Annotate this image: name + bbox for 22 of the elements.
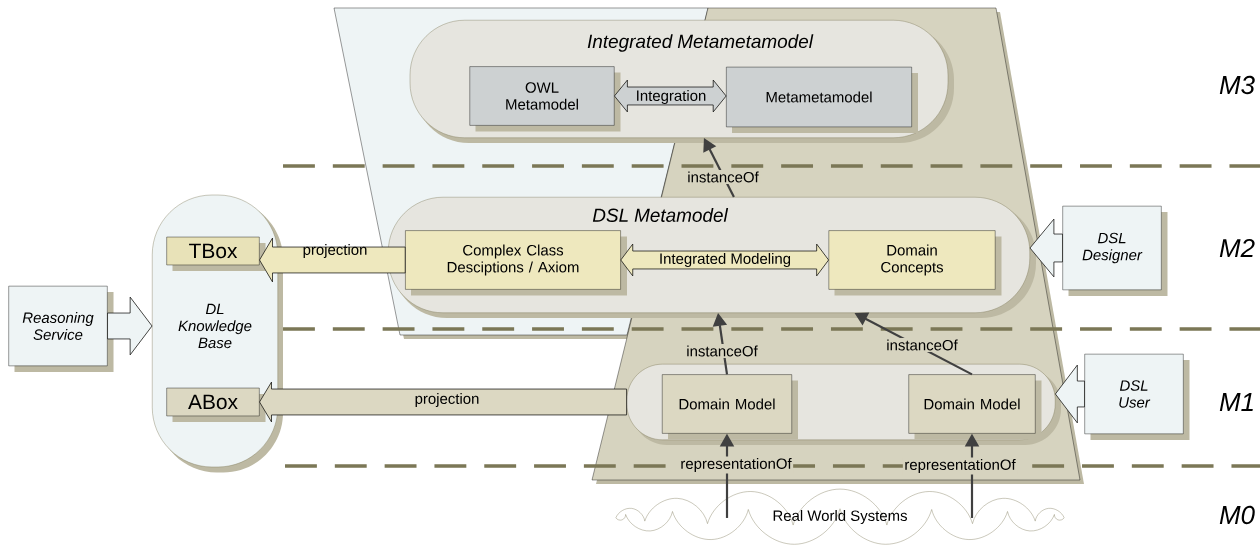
block-arrow (1055, 364, 1085, 424)
edge-label: projection (415, 393, 479, 407)
actor-box: Reasoning Service (8, 285, 114, 372)
block-arrow (259, 237, 406, 283)
level-label: M1 (1219, 393, 1253, 411)
block-arrow (107, 296, 153, 356)
node-label: Domain Model (924, 398, 1020, 410)
edge-label: instanceOf (684, 344, 760, 358)
block-arrow (1029, 218, 1063, 278)
class-box: Domain Model (662, 374, 798, 440)
actor-box: DSL User (1084, 353, 1190, 440)
level-label: M2 (1219, 238, 1255, 258)
edge-label: instanceOf (884, 338, 960, 352)
level-label: M0 (1219, 505, 1255, 525)
node-label: Domain Model (679, 398, 775, 410)
class-box: Domain Model (908, 374, 1042, 440)
edge-label: instanceOf (685, 170, 761, 184)
level-label: M3 (1219, 75, 1255, 95)
arrow (703, 138, 735, 198)
actor-box: DSL Designer (1062, 205, 1168, 296)
edge-label: projection (303, 244, 367, 258)
block-arrow (259, 381, 627, 423)
